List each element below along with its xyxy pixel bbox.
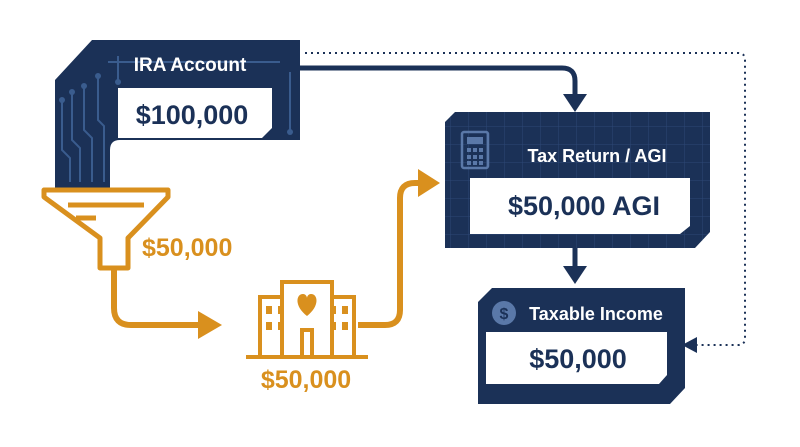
charity-to-tax-arrow bbox=[358, 180, 420, 328]
funnel-to-charity-arrow bbox=[111, 268, 200, 328]
dollar-coin-icon: $ bbox=[492, 301, 516, 325]
taxable-income-title: Taxable Income bbox=[529, 304, 663, 324]
ira-amount-box bbox=[118, 88, 272, 138]
tax-return-card: Tax Return / AGI $50,000 AGI bbox=[445, 112, 710, 248]
charity-building-heart-icon bbox=[246, 280, 368, 359]
ira-account-card: IRA Account $100,000 bbox=[55, 40, 300, 188]
ira-to-tax-arrow bbox=[300, 65, 578, 96]
ira-account-title: IRA Account bbox=[134, 55, 247, 76]
ira-to-tax-arrowhead bbox=[563, 94, 587, 112]
funnel-amount: $50,000 bbox=[142, 234, 232, 262]
taxable-income-amount-box bbox=[486, 332, 667, 384]
taxable-income-amount: $50,000 bbox=[529, 344, 627, 374]
dotted-arrowhead bbox=[682, 337, 697, 353]
funnel-icon bbox=[41, 187, 171, 271]
calculator-icon bbox=[460, 130, 490, 170]
tax-return-title: Tax Return / AGI bbox=[527, 146, 666, 166]
svg-text:$: $ bbox=[500, 306, 509, 323]
ira-amount: $100,000 bbox=[136, 100, 249, 130]
dotted-connector bbox=[305, 52, 746, 346]
tax-return-amount-box bbox=[470, 178, 690, 234]
tax-to-taxable-arrowhead bbox=[563, 266, 587, 284]
charity-amount: $50,000 bbox=[261, 366, 351, 394]
taxable-income-card: $ Taxable Income $50,000 bbox=[478, 288, 685, 404]
circuit-traces bbox=[61, 56, 291, 182]
funnel-to-charity-arrowhead bbox=[198, 311, 222, 339]
charity-to-tax-arrowhead bbox=[418, 169, 440, 197]
tax-return-amount: $50,000 AGI bbox=[508, 191, 660, 221]
